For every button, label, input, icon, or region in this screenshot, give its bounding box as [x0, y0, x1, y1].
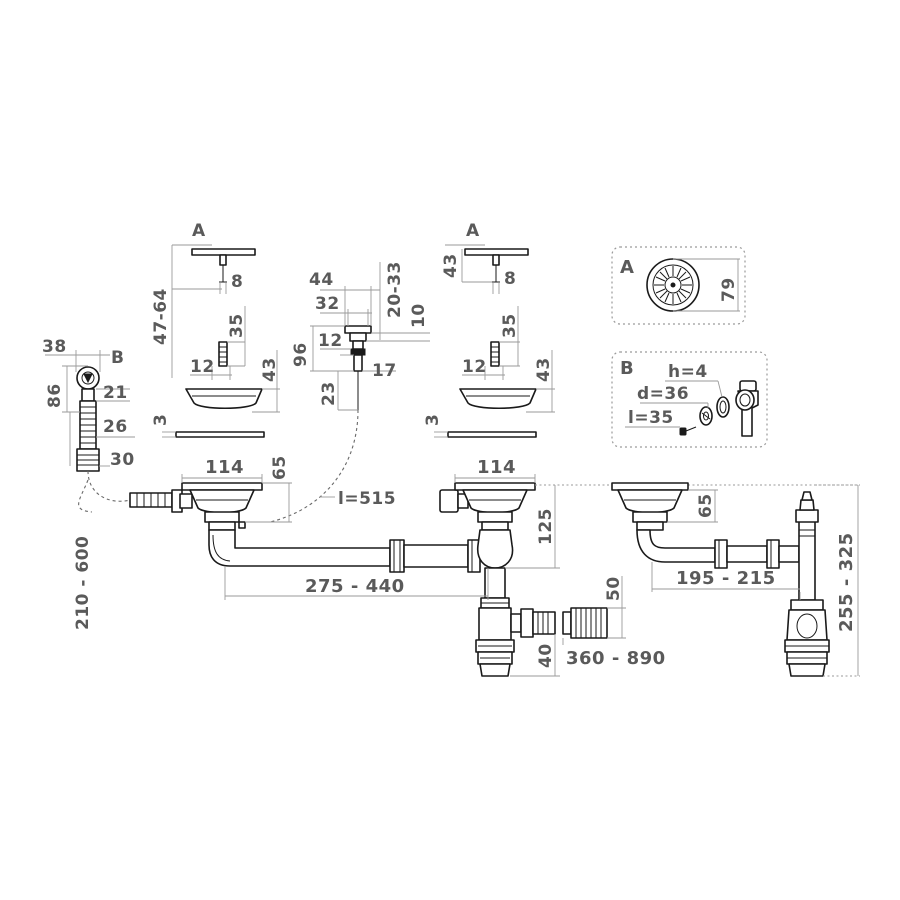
dim-43-left: 43 [260, 357, 280, 382]
dim-65-left: 65 [270, 455, 290, 480]
connecting-pipe [389, 539, 481, 573]
inset-b-frame [611, 351, 768, 448]
dim-3-right: 3 [423, 414, 443, 426]
dim-8-left: 8 [231, 272, 243, 292]
cup-right [459, 350, 555, 413]
dim-8-right: 8 [504, 269, 516, 289]
plug-a-right [445, 244, 529, 294]
label-a-right: A [466, 221, 480, 241]
inset-b-letter: B [620, 358, 634, 379]
dim-12-right: 12 [462, 357, 487, 377]
dim-43-right: 43 [534, 357, 554, 382]
gasket-left [162, 431, 265, 438]
dim-35-left: 35 [227, 313, 247, 338]
dim-20-33: 20-33 [385, 261, 405, 318]
single-siphon-dims [651, 484, 860, 677]
dim-44: 44 [309, 270, 334, 290]
dim-3-left: 3 [151, 414, 171, 426]
dim-38: 38 [42, 337, 67, 357]
dim-40: 40 [536, 643, 556, 668]
dim-26: 26 [103, 417, 128, 437]
dim-cable-length: l=515 [338, 489, 396, 509]
single-siphon [611, 482, 830, 677]
plug-a-left [191, 248, 256, 283]
dim-30: 30 [110, 450, 135, 470]
inset-b-parts [625, 380, 759, 437]
overflow-hose [87, 470, 131, 502]
dim-21: 21 [103, 383, 128, 403]
dim-195-215: 195 - 215 [676, 568, 776, 589]
dim-114-left: 114 [205, 457, 244, 478]
overflow-strainer-left [76, 366, 100, 472]
dim-96: 96 [291, 342, 311, 367]
label-b-strainer: B [111, 348, 124, 368]
left-sink-drain [129, 482, 391, 567]
overflow-cable [269, 409, 359, 523]
cup-left [185, 350, 280, 413]
dim-h-4: h=4 [668, 362, 708, 382]
dim-86: 86 [45, 383, 65, 408]
dim-47-64: 47-64 [151, 288, 171, 345]
plug-a-left-dims [171, 244, 227, 378]
overflow-valve-dims [310, 262, 430, 411]
label-a-left: A [192, 221, 206, 241]
pin-right [462, 306, 520, 380]
main-dims [181, 474, 860, 677]
dim-43-right-plug: 43 [441, 253, 461, 278]
dim-65-right: 65 [696, 493, 716, 518]
dim-275-440: 275 - 440 [305, 576, 405, 597]
overflow-hose-range [78, 479, 93, 513]
inset-a-strainer-disk [646, 258, 740, 312]
right-sink-drain [439, 482, 556, 677]
dim-114-right: 114 [477, 457, 516, 478]
pin-left [190, 306, 246, 380]
dim-79: 79 [719, 277, 739, 302]
dim-12-left: 12 [190, 357, 215, 377]
dim-l-35: l=35 [628, 408, 674, 428]
dim-255-325: 255 - 325 [836, 532, 857, 632]
dim-12-valve: 12 [318, 331, 343, 351]
dim-32: 32 [315, 294, 340, 314]
dim-360-890: 360 - 890 [566, 648, 666, 669]
dim-17: 17 [372, 361, 397, 381]
dim-d-36: d=36 [637, 384, 689, 404]
dim-10: 10 [409, 303, 429, 328]
inset-b-screw [679, 426, 697, 436]
dim-35-right: 35 [500, 313, 520, 338]
dim-50: 50 [604, 576, 624, 601]
outlet-adapter [562, 607, 608, 639]
strainer-dims [45, 350, 135, 467]
gasket-right [434, 431, 537, 438]
dim-23: 23 [319, 381, 339, 406]
overflow-valve [344, 325, 372, 410]
dim-125: 125 [536, 508, 556, 545]
inset-a-letter: A [620, 257, 634, 278]
dim-210-600: 210 - 600 [73, 536, 93, 630]
